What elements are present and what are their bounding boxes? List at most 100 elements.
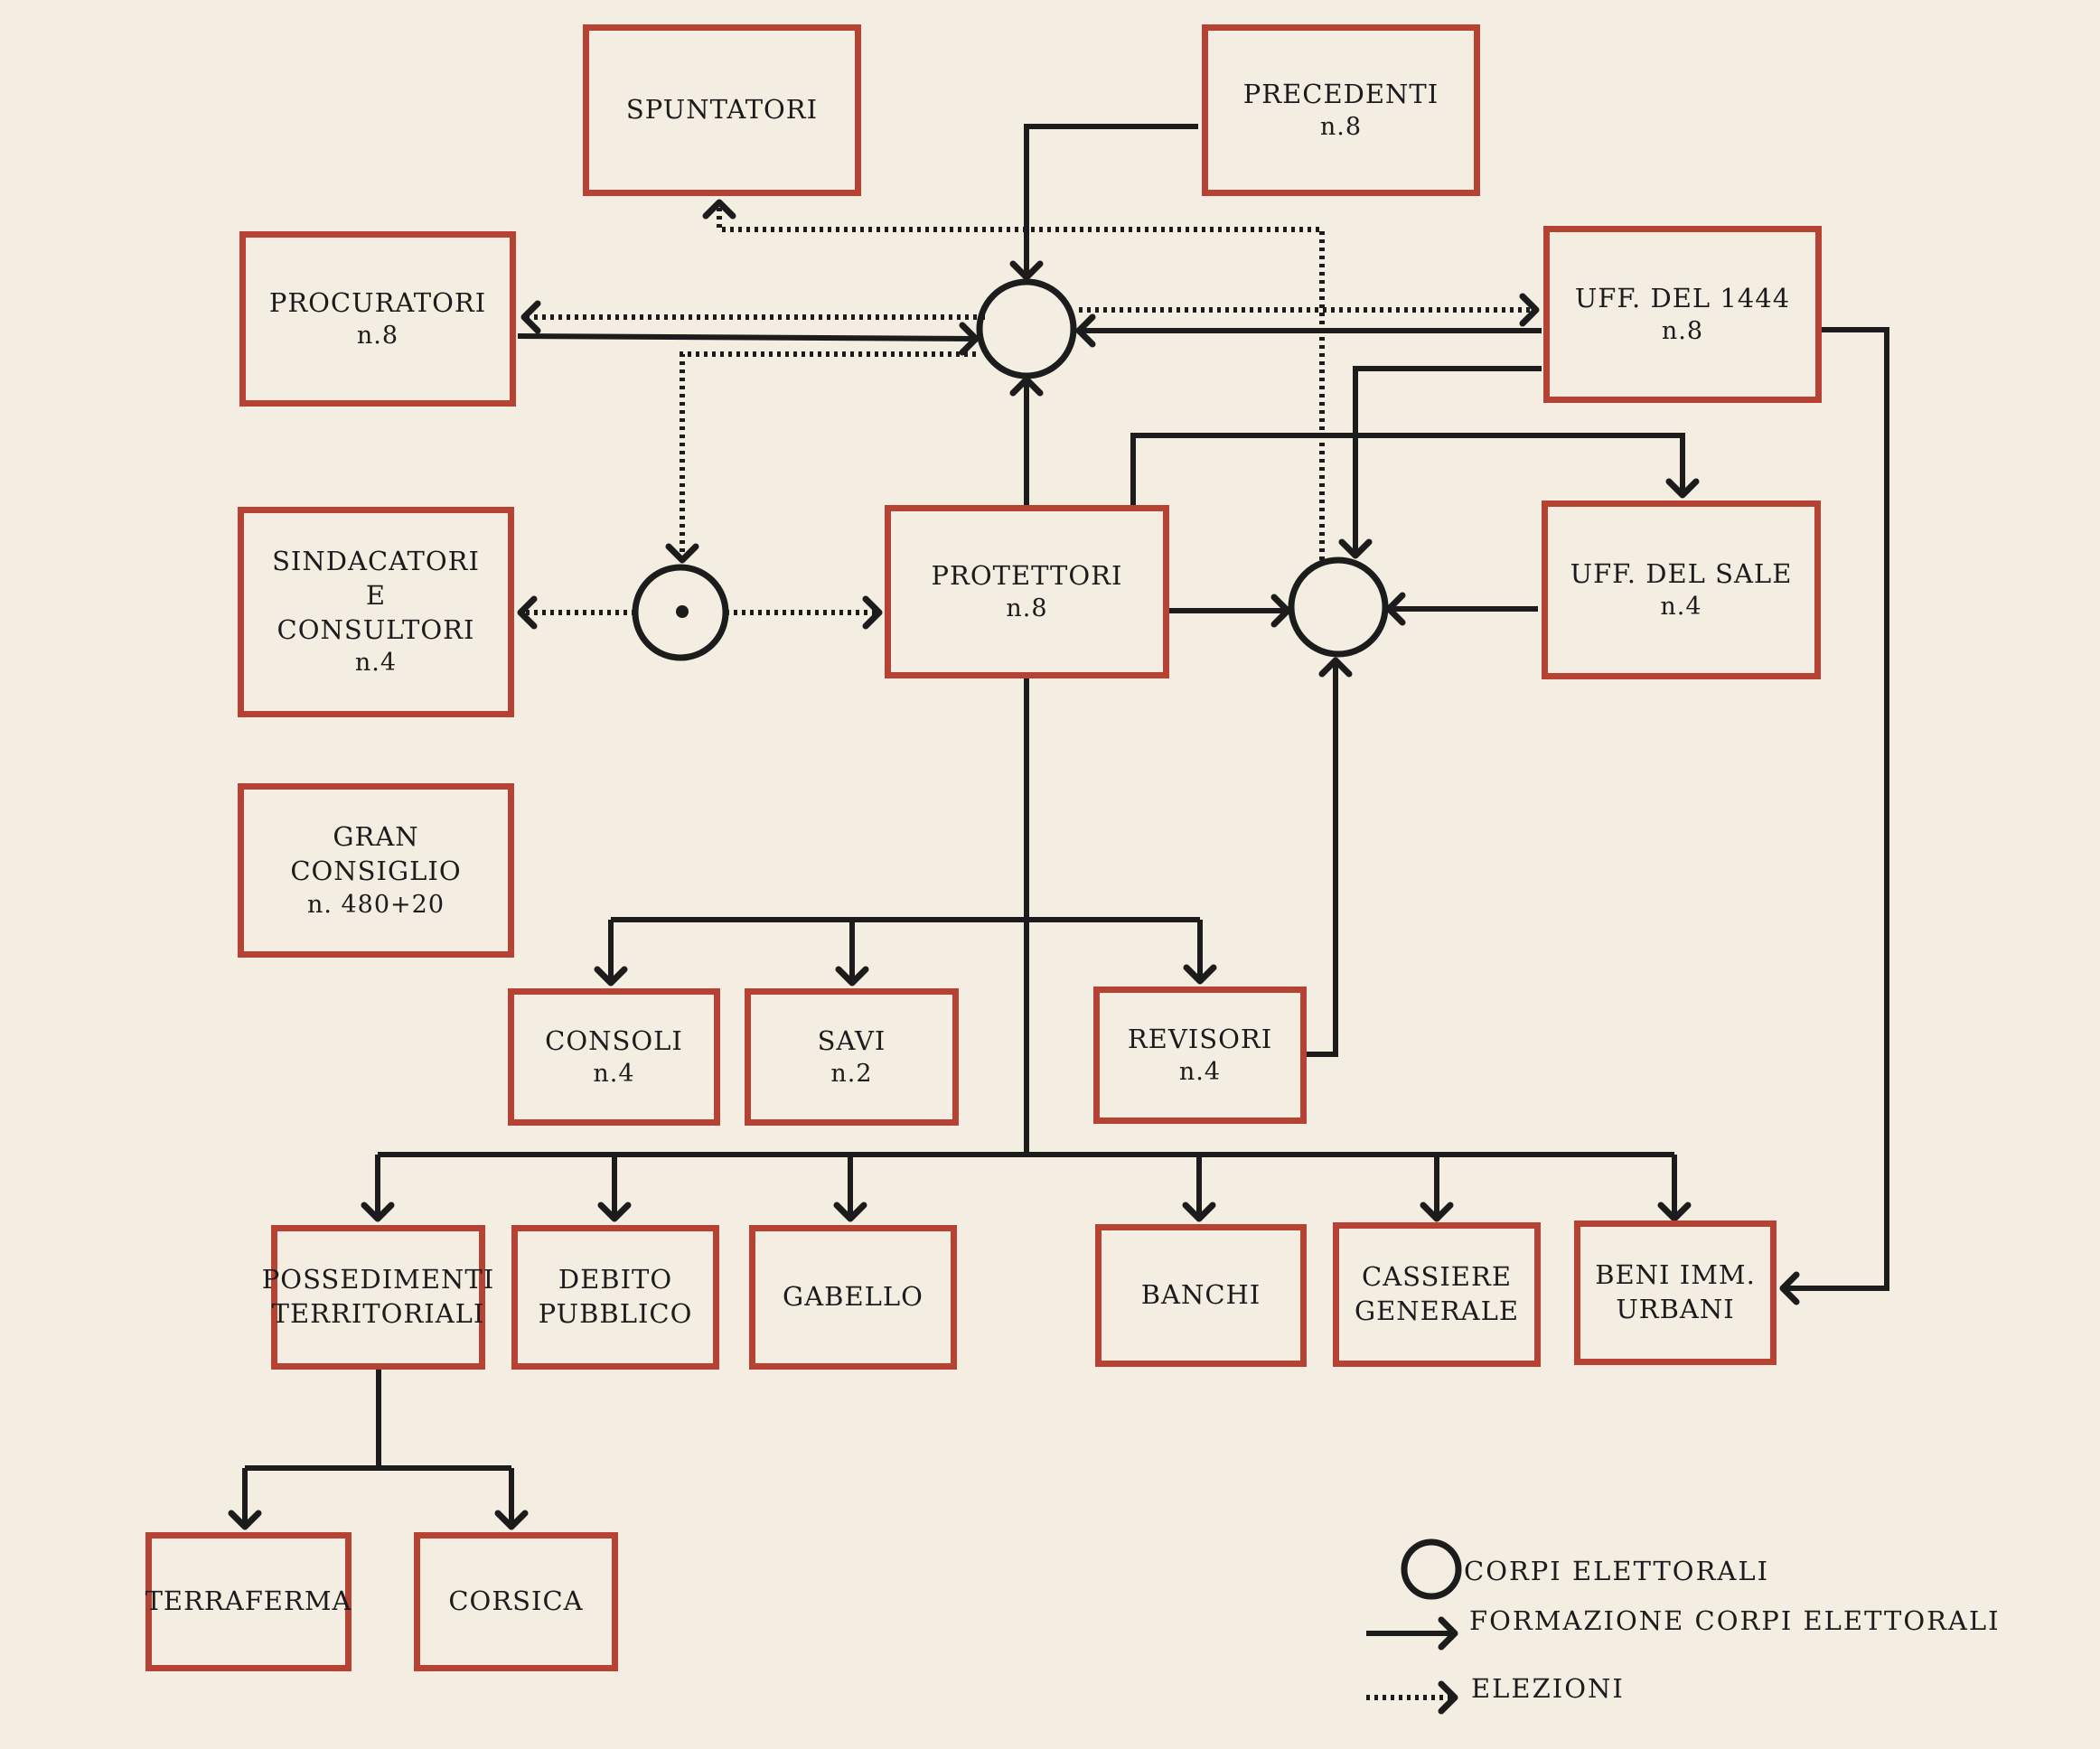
electoral-body-dot (676, 605, 689, 618)
box-precedenti: PRECEDENTI n.8 (1202, 24, 1480, 196)
arrowhead (1420, 1202, 1454, 1222)
arrowhead (1519, 293, 1540, 327)
box-label: CONSOLI (545, 1024, 683, 1056)
election-line (680, 351, 976, 560)
formation-line (1024, 124, 1198, 277)
arrowhead (1183, 964, 1217, 985)
box-count: n.2 (830, 1060, 873, 1089)
legend-formation: FORMAZIONE CORPI ELETTORALI (1469, 1605, 2001, 1636)
arrowhead (1270, 594, 1291, 628)
box-label: DEBITO (558, 1264, 673, 1295)
box-uff-del-1444: UFF. DEL 1444 n.8 (1543, 226, 1822, 403)
arrowhead (959, 322, 980, 356)
box-label: TERRITORIALI (271, 1298, 485, 1329)
arrowhead (1338, 538, 1373, 559)
box-label: PRECEDENTI (1242, 78, 1439, 109)
arrowhead (361, 1202, 395, 1222)
arrowhead (835, 966, 869, 987)
arrowhead (1009, 376, 1044, 397)
box-label: CASSIERE (1362, 1261, 1512, 1293)
box-beni-imm-urbani: BENI IMM.URBANI (1574, 1221, 1777, 1365)
box-label: PROTETTORI (931, 559, 1123, 591)
box-label: SINDACATORI (272, 546, 480, 577)
legend-circle-icon (1401, 1539, 1462, 1600)
box-label: URBANI (1616, 1294, 1735, 1324)
box-label: GABELLO (783, 1281, 923, 1313)
box-count: n.4 (1660, 593, 1702, 622)
box-label: UFF. DEL SALE (1570, 557, 1793, 589)
box-label: POSSEDIMENTI (261, 1264, 495, 1295)
box-savi: SAVI n.2 (745, 988, 959, 1126)
formation-line (1783, 327, 1889, 1291)
legend-electoral-bodies: CORPI ELETTORALI (1464, 1556, 1770, 1586)
box-corsica: CORSICA (414, 1532, 618, 1671)
box-count: n.4 (354, 649, 398, 678)
box-count: n.8 (1661, 317, 1704, 346)
arrowhead (1665, 478, 1700, 499)
arrowhead (228, 1510, 262, 1530)
box-terraferma: TERRAFERMA (145, 1532, 352, 1671)
formation-line (1353, 366, 1542, 556)
box-count: n.4 (593, 1060, 635, 1089)
arrowhead (702, 199, 736, 220)
box-label: REVISORI (1127, 1023, 1273, 1054)
box-label: TERRAFERMA (145, 1585, 352, 1617)
arrowhead (1385, 592, 1406, 626)
legend-elections: ELEZIONI (1471, 1673, 1625, 1704)
arrowhead (862, 595, 883, 630)
box-label: PROCURATORI (268, 286, 487, 318)
box-count: n.8 (1319, 113, 1363, 142)
box-label: BENI IMM. (1595, 1259, 1756, 1291)
formation-line (517, 333, 977, 341)
box-protettori: PROTETTORI n.8 (885, 505, 1169, 678)
electoral-body-circle-top (976, 278, 1077, 379)
arrowhead (1182, 1202, 1216, 1222)
formation-line (1307, 660, 1338, 1057)
arrowhead (494, 1510, 529, 1530)
box-label: SPUNTATORI (625, 94, 819, 126)
box-count: n. 480+20 (306, 890, 445, 919)
arrowhead (597, 1202, 632, 1222)
box-gabello: GABELLO (749, 1225, 957, 1370)
arrowhead (1318, 657, 1353, 678)
election-line (717, 202, 1325, 560)
arrowhead (1438, 1616, 1458, 1651)
box-label: GRAN (333, 821, 419, 853)
arrowhead (517, 595, 538, 630)
arrowhead (1779, 1271, 1800, 1305)
electoral-body-circle-right (1288, 556, 1389, 658)
box-spuntatori: SPUNTATORI (583, 24, 861, 196)
box-consoli: CONSOLI n.4 (508, 988, 720, 1126)
box-label: BANCHI (1140, 1279, 1261, 1311)
box-banchi: BANCHI (1095, 1224, 1307, 1367)
box-revisori: REVISORI n.4 (1093, 987, 1307, 1124)
box-label: UFF. DEL 1444 (1574, 282, 1791, 313)
box-label: CORSICA (448, 1585, 584, 1617)
arrowhead (833, 1202, 867, 1222)
box-count: n.8 (356, 322, 399, 351)
box-label: E (365, 580, 387, 612)
box-label: CONSIGLIO (290, 855, 462, 886)
box-label: SAVI (817, 1024, 886, 1056)
box-uff-del-sale: UFF. DEL SALE n.4 (1542, 500, 1821, 679)
arrowhead (1657, 1202, 1692, 1222)
arrowhead (1075, 313, 1096, 348)
arrowhead (665, 543, 699, 564)
box-count: n.4 (1178, 1058, 1222, 1087)
box-count: n.8 (1006, 594, 1048, 623)
arrowhead (520, 300, 541, 334)
box-label: GENERALE (1354, 1295, 1520, 1326)
box-label: PUBBLICO (538, 1298, 693, 1329)
box-procuratori: PROCURATORI n.8 (239, 231, 516, 407)
arrowhead (1438, 1680, 1458, 1715)
formation-line (1130, 433, 1685, 505)
arrowhead (594, 966, 628, 987)
box-label: CONSULTORI (277, 613, 475, 645)
